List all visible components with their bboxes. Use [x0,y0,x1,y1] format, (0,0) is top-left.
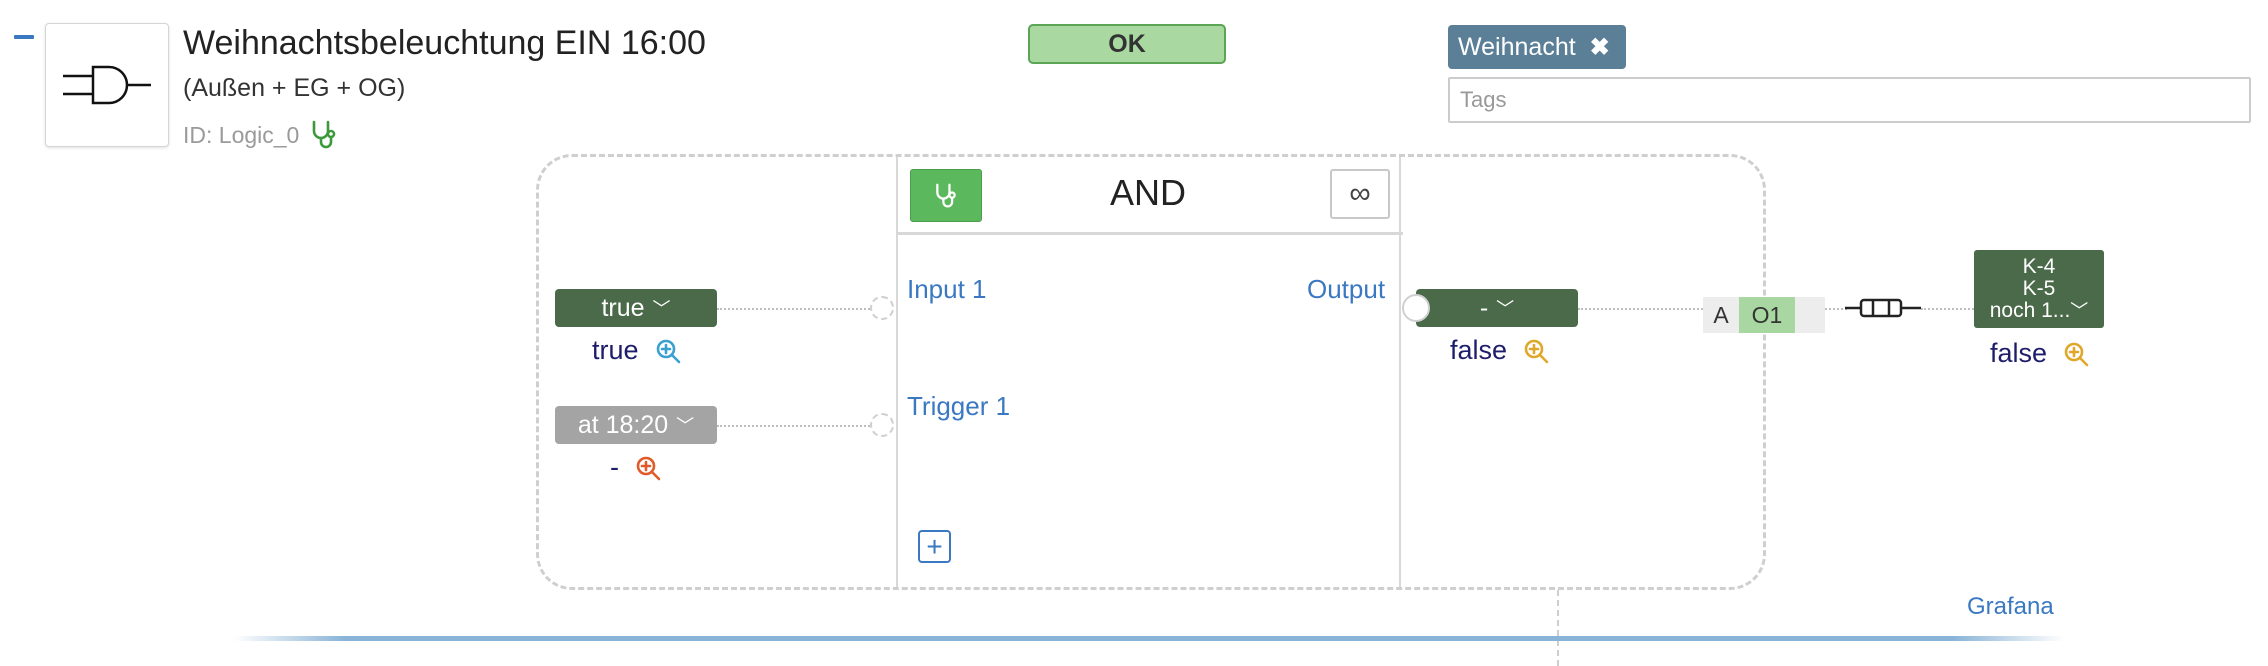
tag-chip: Weihnacht ✖ [1448,25,1626,69]
trigger-1-label: Trigger 1 [907,391,1011,421]
input-1-selector-label: true [601,293,645,322]
output-selector[interactable]: - ﹀ [1416,289,1578,327]
infinite-button[interactable]: ∞ [1330,169,1390,219]
separator-bar [234,636,2064,641]
output-wire [1578,308,1703,310]
chevron-down-icon: ﹀ [1496,299,1515,319]
logic-id-label: ID: Logic_0 [183,121,300,148]
target-object-2: K-5 [2022,277,2056,300]
target-objects-selector[interactable]: K-4 K-5 noch 1...﹀ [1974,250,2104,328]
and-gate-tile [45,23,169,147]
logic-subtitle: (Außen + EG + OG) [183,74,406,102]
logic-id-row: ID: Logic_0 [183,120,337,150]
trigger-1-selector[interactable]: at 18:20 ﹀ [555,406,717,444]
block-divider-left [896,157,898,587]
zoom-in-icon[interactable] [1523,338,1549,364]
output-selector-label: - [1479,293,1489,322]
trigger-1-value: - [610,452,619,482]
trigger-1-port[interactable] [870,413,894,437]
gate-name: AND [1110,172,1187,213]
target-wire [1921,308,1974,310]
tags-input[interactable] [1448,77,2251,123]
input-1-value: true [592,335,639,365]
diagnostic-button[interactable] [910,169,982,222]
address-box[interactable]: A O1 [1703,297,1825,333]
output-port[interactable] [1402,294,1430,322]
input-1-wire [717,308,873,310]
stethoscope-icon[interactable] [311,120,337,150]
input-1-selector[interactable]: true ﹀ [555,289,717,327]
zoom-in-icon[interactable] [2063,341,2089,367]
stethoscope-icon [936,183,956,208]
add-input-button[interactable]: + [918,530,951,563]
zoom-in-icon[interactable] [635,455,661,481]
logic-block-frame [536,154,1766,590]
input-1-label: Input 1 [907,274,987,304]
trigger-1-selector-label: at 18:20 [577,410,669,439]
fuse-connector-icon [1845,298,1921,318]
logic-title: Weihnachtsbeleuchtung EIN 16:00 [183,24,706,62]
connector-dashed-line [1557,590,1559,666]
grafana-link[interactable]: Grafana [1967,593,2054,620]
input-1-port[interactable] [870,296,894,320]
zoom-in-icon[interactable] [655,338,681,364]
chevron-down-icon: ﹀ [652,299,671,319]
output-value: false [1450,335,1508,365]
chevron-down-icon: ﹀ [2070,301,2089,321]
target-more-label: noch 1... [1989,299,2071,322]
address-letter: A [1713,301,1729,328]
target-object-more: noch 1...﹀ [1990,300,2089,322]
trigger-1-wire [717,425,873,427]
address-code: O1 [1739,297,1795,333]
target-value: false [1990,338,2048,368]
close-icon[interactable]: ✖ [1589,33,1610,61]
and-gate-icon [63,65,151,105]
chevron-down-icon: ﹀ [676,416,695,436]
trigger-1-value-row: - [610,452,661,483]
target-object-1: K-4 [2022,255,2056,278]
block-divider-right [1399,157,1401,587]
status-ok-button[interactable]: OK [1028,24,1226,64]
tag-chip-label: Weihnacht [1458,32,1576,61]
input-1-value-row: true [592,335,681,366]
target-value-row: false [1990,338,2089,369]
output-label: Output [1307,274,1386,304]
gate-header [898,160,1403,235]
output-value-row: false [1450,335,1549,366]
address-wire [1825,308,1847,310]
collapse-button[interactable] [14,35,34,39]
